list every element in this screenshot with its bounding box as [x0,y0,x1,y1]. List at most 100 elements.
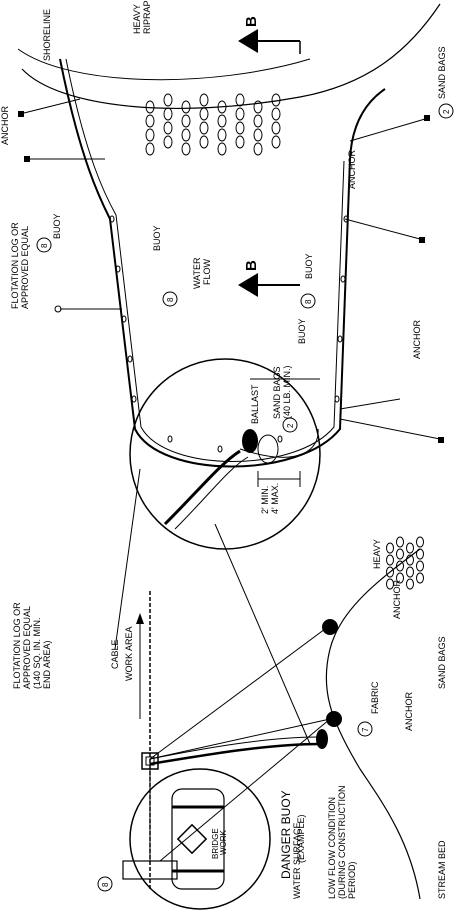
svg-text:8: 8 [166,297,175,302]
rock-shape [145,142,155,156]
rock-shape [253,128,263,142]
rock-shape [217,114,227,128]
anchor-label-section: ANCHOR [404,691,414,731]
buoy-callout: 8 [97,876,113,892]
fabric-callout: 7 [357,721,373,737]
svg-text:8: 8 [40,243,49,248]
ballast-icon [316,729,328,749]
buoy-label-lower: BUOY [297,318,307,344]
rock-shape [181,114,191,128]
buoy-icon [54,305,62,313]
section-marker-bottom: B [238,260,300,297]
work-area-label: WORK AREA [124,626,134,681]
fabric-label: FABRIC [370,681,380,714]
rock-shape [199,107,209,121]
anchor-icon [322,619,338,635]
buoy-callout: 8 [162,291,178,307]
svg-text:2: 2 [286,423,295,428]
rock-shape [163,93,173,107]
sand-bag-icon [257,434,279,464]
anchor-line [339,418,441,440]
section-label-bottom: B [243,260,260,271]
stone-shape [277,435,283,443]
buoy-callout: 8 [300,293,316,309]
rock-shape [199,135,209,149]
plan-view: B B SHORELINE HEAVYRIPRAP ANCHOR BUOY FL… [0,0,454,468]
sand-bags-callout: 2 [438,103,454,119]
svg-text:7: 7 [361,727,370,732]
anchor-label-bottom: ANCHOR [412,319,422,359]
rock-shape [145,128,155,142]
anchor-icon [18,111,24,117]
buoy-callout: 8 [36,237,52,253]
rock-shape [406,566,414,578]
rock-shape [396,572,404,584]
ballast-icon [242,429,258,453]
rock-shape [271,135,281,149]
section-marker-top: B [238,16,301,54]
rock-shape [253,100,263,114]
rock-shape [199,121,209,135]
rock-shape [253,142,263,156]
heavy-label-section: HEAVY [372,539,382,569]
danger-buoy-title: DANGER BUOY [279,790,293,879]
buoy-label-right: BUOY [304,253,314,279]
stone-shape [131,395,137,403]
anchor-icon [326,711,342,727]
buoy-anchor-markers [18,98,444,443]
rock-shape [181,100,191,114]
rock-shape [406,578,414,590]
anchor-icon [419,237,425,243]
water-flow-label: WATERFLOW [192,257,212,289]
stone-shape [343,215,349,223]
svg-text:8: 8 [304,299,313,304]
anchor-line [344,218,421,240]
stream-bed-label: STREAM BED [437,840,447,899]
rock-shape [416,560,424,572]
section-label-top: B [243,16,260,27]
anchor-label-top: ANCHOR [0,105,10,145]
rock-shape [235,121,245,135]
rock-shape [145,100,155,114]
stone-shape [167,435,173,443]
rock-shape [396,560,404,572]
rock-shape [163,121,173,135]
cable-label: CABLE [110,639,120,669]
stone-shape [340,275,346,283]
rock-shape [416,572,424,584]
stone-shape [217,445,223,453]
stone-shape [115,265,121,273]
flotation-label-section: FLOTATION LOG OR APPROVED EQUAL (140 SQ.… [12,600,52,689]
anchor-line [23,98,81,114]
sand-bags-label-section: SAND BAGS [437,636,447,689]
rock-shape [416,548,424,560]
rock-shape [271,121,281,135]
rock-shape [163,107,173,121]
rock-shape [181,128,191,142]
sand-bags-callout: 2 [282,417,298,433]
detail-sand-bags-label: SAND BAGS(40 LB. MIN.) [272,365,292,419]
stream-bed-line [325,548,421,900]
ballast-label: BALLAST [250,384,260,424]
svg-text:2: 2 [442,109,451,114]
depth-label: 2' MIN.4' MAX. [260,483,280,514]
danger-buoy-example: BRIDGEWORK DANGER BUOY (EXAMPLE) [129,768,306,910]
curtain-line-inner [65,58,345,462]
anchor-icon [424,115,430,121]
rock-shape [386,578,394,590]
rock-shape [163,135,173,149]
stone-shape [337,335,343,343]
low-flow-label: LOW FLOW CONDITION (DURING CONSTRUCTION … [327,783,357,899]
stream-bed-detail [239,428,319,458]
fabric-edge [163,449,241,526]
buoy-example-circle [129,768,271,910]
stone-shape [127,355,133,363]
cable-line [149,718,331,760]
anchor-icon [438,437,444,443]
anchor-label-mid: ANCHOR [347,149,357,189]
sand-bags-label-plan: SAND BAGS [437,46,447,99]
fabric-curtain [149,742,321,766]
